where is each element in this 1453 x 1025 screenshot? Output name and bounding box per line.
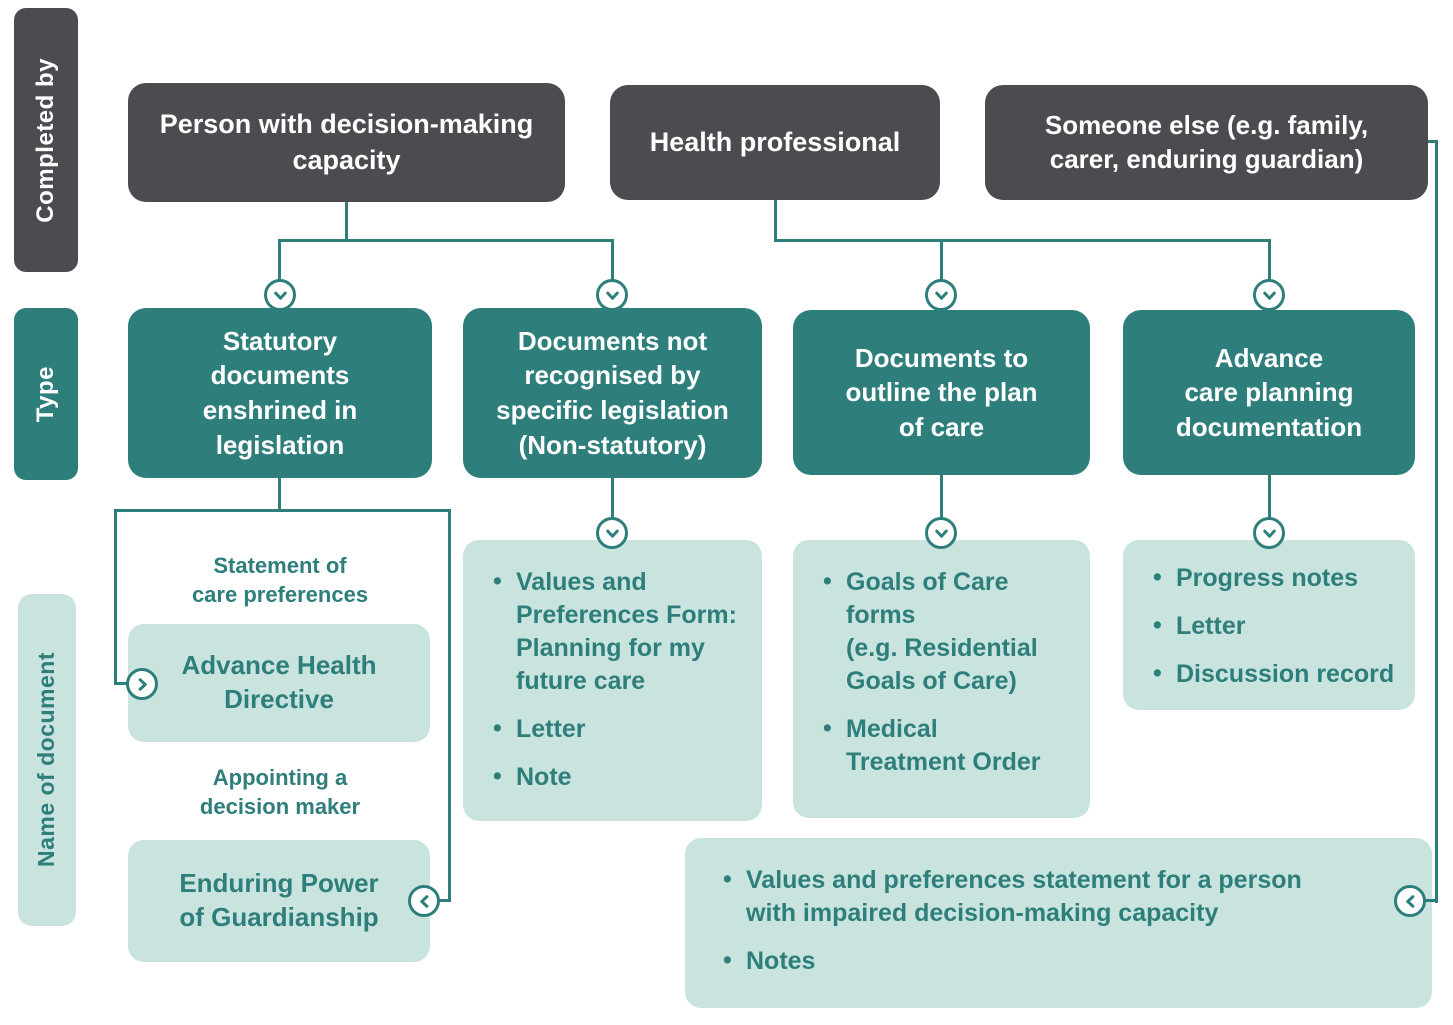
row-label-type-text: Type [32, 365, 60, 423]
doc-list: Progress notes Letter Discussion record [1123, 540, 1415, 718]
list-item: Discussion record [1153, 657, 1397, 691]
connector-line [114, 509, 451, 512]
connector-line [448, 510, 451, 901]
chevron-down-icon [1253, 517, 1285, 549]
doc-list: Values and Preferences Form: Planning fo… [463, 540, 762, 821]
list-item: Notes [723, 944, 1408, 978]
list-item: Letter [493, 712, 744, 746]
completed-by-health-professional-box: Health professional [610, 85, 940, 200]
list-item: Medical Treatment Order [823, 712, 1072, 779]
type-acp-documentation-box: Advance care planning documentation [1123, 310, 1415, 475]
doc-list: Values and preferences statement for a p… [685, 838, 1432, 1005]
connector-line [1268, 240, 1271, 282]
list-item: Note [493, 760, 744, 794]
connector-line [278, 477, 281, 512]
chevron-down-icon [925, 279, 957, 311]
row-label-name-of-document: Name of document [18, 594, 76, 926]
chevron-left-icon [408, 885, 440, 917]
connector-line [611, 240, 614, 282]
row-label-name-of-document-text: Name of document [33, 652, 60, 868]
connector-line [1422, 899, 1438, 902]
chevron-down-icon [264, 279, 296, 311]
chevron-right-icon [126, 668, 158, 700]
connector-line [278, 240, 281, 282]
connector-line [774, 200, 777, 241]
doc-list-plan-of-care: Goals of Care forms (e.g. Residential Go… [793, 540, 1090, 818]
row-label-completed-by: Completed by [14, 8, 78, 272]
completed-by-someone-else-box: Someone else (e.g. family, carer, enduri… [985, 85, 1428, 200]
connector-line [611, 477, 614, 519]
doc-list-someone-else: Values and preferences statement for a p… [685, 838, 1432, 1008]
connector-line [940, 240, 943, 282]
doc-advance-health-directive: Advance Health Directive [128, 624, 430, 742]
connector-line [278, 239, 614, 242]
doc-list-acp-documentation: Progress notes Letter Discussion record [1123, 540, 1415, 710]
connector-line [774, 239, 1271, 242]
connector-line [114, 682, 130, 685]
type-non-statutory-box: Documents not recognised by specific leg… [463, 308, 762, 478]
chevron-left-icon [1394, 885, 1426, 917]
type-statutory-box: Statutory documents enshrined in legisla… [128, 308, 432, 478]
connector-line [1268, 475, 1271, 519]
list-item: Goals of Care forms (e.g. Residential Go… [823, 565, 1072, 698]
chevron-down-icon [596, 279, 628, 311]
connector-line [437, 899, 451, 902]
connector-line [114, 510, 117, 684]
connector-line [1428, 140, 1438, 143]
list-item: Values and Preferences Form: Planning fo… [493, 565, 744, 698]
connector-line [940, 475, 943, 519]
row-label-completed-by-text: Completed by [32, 57, 60, 223]
list-item: Values and preferences statement for a p… [723, 863, 1408, 930]
list-item: Letter [1153, 609, 1397, 643]
type-plan-of-care-box: Documents to outline the plan of care [793, 310, 1090, 475]
list-item: Progress notes [1153, 561, 1397, 595]
row-label-type: Type [14, 308, 78, 480]
heading-appointing-decision-maker: Appointing a decision maker [199, 765, 361, 819]
chevron-down-icon [1253, 279, 1285, 311]
completed-by-person-box: Person with decision-making capacity [128, 83, 565, 202]
heading-statement-of-care-preferences: Statement of care preferences [191, 553, 369, 607]
doc-list: Goals of Care forms (e.g. Residential Go… [793, 540, 1090, 806]
doc-list-non-statutory: Values and Preferences Form: Planning fo… [463, 540, 762, 821]
connector-line [345, 202, 348, 241]
doc-enduring-power-of-guardianship: Enduring Power of Guardianship [128, 840, 430, 962]
connector-line [1435, 140, 1438, 903]
chevron-down-icon [596, 517, 628, 549]
chevron-down-icon [925, 517, 957, 549]
